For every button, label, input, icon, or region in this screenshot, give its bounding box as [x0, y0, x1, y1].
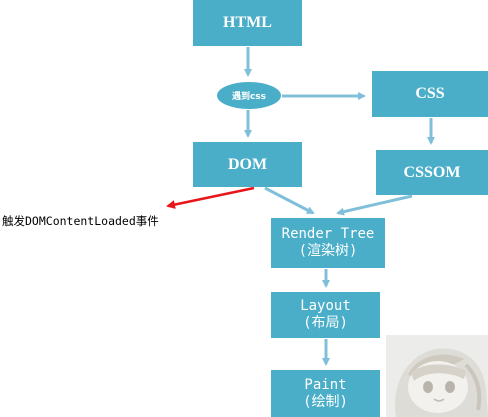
arrow-dom-to-domcontentloaded	[166, 186, 255, 209]
dom-node-label: DOM	[227, 155, 268, 173]
dom-node: DOM	[193, 142, 302, 187]
html-node-label: HTML	[223, 14, 272, 32]
css-node: CSS	[372, 71, 488, 117]
render-tree-node: Render Tree (渲染树)	[271, 218, 385, 268]
paint-sublabel: (绘制)	[303, 393, 348, 410]
anime-character-illustration-icon	[386, 335, 488, 417]
layout-label: Layout	[300, 298, 351, 315]
layout-sublabel: (布局)	[303, 315, 348, 331]
render-tree-sublabel: (渲染树)	[298, 243, 358, 259]
domcontentloaded-annotation: 触发DOMContentLoaded事件	[2, 214, 159, 228]
render-tree-label: Render Tree	[281, 226, 375, 243]
paint-node: Paint (绘制)	[271, 370, 380, 417]
cssom-node-label: CSSOM	[403, 163, 461, 181]
paint-label: Paint	[304, 376, 347, 393]
html-node: HTML	[193, 0, 302, 46]
arrow-dom-to-render	[264, 186, 315, 215]
css-node-label: CSS	[415, 85, 445, 103]
layout-node: Layout (布局)	[271, 292, 380, 338]
cssom-node: CSSOM	[376, 150, 488, 195]
encounter-css-label: 遇到css	[231, 92, 267, 102]
arrow-cssom-to-render	[336, 194, 413, 216]
encounter-css-node: 遇到css	[217, 82, 281, 109]
